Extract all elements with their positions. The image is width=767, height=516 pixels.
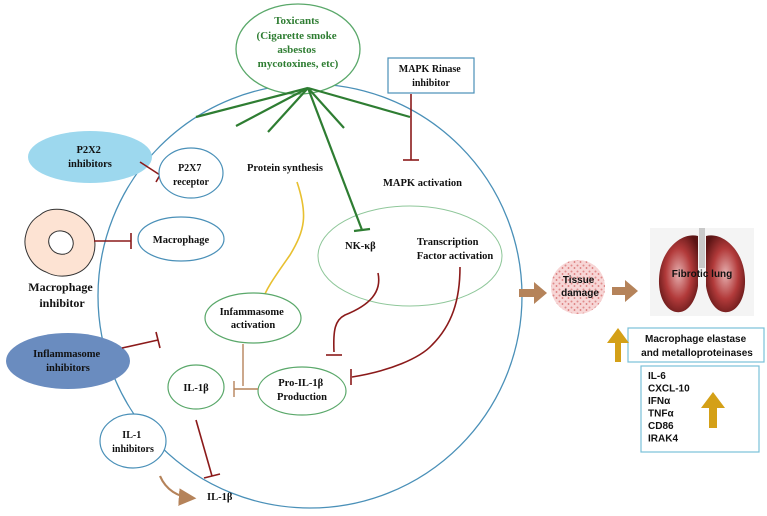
toxicants-line1: Toxicants [274, 15, 320, 27]
il1-inhibitors-line1: IL-1 [122, 430, 141, 441]
inflammasome-inhibitors-node [6, 333, 130, 389]
p2x7-line1: P2X7 [178, 163, 201, 174]
svg-text:Inflammasome inhibitors: Inflammasome inhibitors [33, 349, 103, 374]
macrophage-inhibition-line [94, 233, 132, 249]
svg-text:Tissue damage: Tissue damage [561, 275, 599, 299]
il1-inhibitors-line2: inhibitors [112, 444, 154, 455]
macrophage-node [137, 216, 225, 262]
fibrotic-lung-label: Fibrotic lung [672, 269, 733, 280]
cytokine-item: TNFα [648, 409, 674, 420]
macrophage-elastase-line2: and metalloproteinases [641, 348, 753, 359]
macrophage-elastase-line1: Macrophage elastase [645, 334, 747, 345]
fibrotic-lung-image [650, 228, 754, 316]
svg-text:MAPK Rinase inhibitor: MAPK Rinase inhibitor [399, 64, 463, 89]
transcription-line2: Factor activation [417, 251, 494, 262]
cytokine-item: IFNα [648, 396, 671, 407]
transcription-line1: Transcription [417, 237, 479, 248]
transcription-inhibition-curve [351, 266, 461, 378]
cytokine-box [640, 365, 760, 453]
nfkb-inhibition-curve [332, 272, 380, 353]
svg-text:Transcription Factor activ: Transcription Factor activation [417, 237, 494, 262]
tissue-damage-line2: damage [561, 288, 599, 299]
mapk-inhibition-line [403, 94, 419, 161]
tissue-damage-node [551, 260, 605, 314]
macrophage-nucleus-icon [48, 230, 74, 255]
up-arrow-elastase [607, 328, 629, 362]
il1b-inner-node [167, 364, 225, 410]
pro-il1b-line2: Production [277, 392, 327, 403]
tan-connectors [233, 344, 258, 397]
mapk-activation-label: MAPK activation [383, 178, 462, 189]
mapk-inhibitor-line2: inhibitor [412, 78, 450, 89]
inflammasome-activation-line2: activation [231, 320, 275, 331]
mapk-inhibitor-box [387, 57, 475, 94]
inflammasome-inhibition-line [121, 331, 161, 349]
svg-text:P2X2 inhibitors: P2X2 inhibitors [68, 145, 112, 170]
svg-text:P2X7 receptor: P2X7 receptor [173, 163, 209, 188]
svg-text:Infammasome activation: Infammasome activation [220, 307, 287, 331]
nfkb-label: NK-κβ [345, 241, 376, 252]
arrow-to-tissue-damage [519, 282, 547, 304]
p2x7-line2: receptor [173, 177, 209, 188]
toxicant-fan-lines [195, 86, 411, 233]
nucleus-ellipse [317, 205, 503, 307]
il1-curved-arrow [158, 475, 197, 506]
p2x7-receptor-node [158, 147, 224, 199]
il1b-outer-label: IL-1β [207, 492, 233, 503]
inflammasome-inhibitors-line2: inhibitors [46, 363, 90, 374]
p2x2-line1: P2X2 [76, 145, 101, 156]
svg-text:Macrophage inhibitor: Macrophage inhibitor [28, 280, 95, 310]
p2x2-inhibitors-node [28, 131, 152, 183]
macrophage-label: Macrophage [153, 235, 210, 246]
cytokine-item: CXCL-10 [648, 384, 690, 395]
svg-text:Toxicants (Cigarette smoke: Toxicants (Cigarette smoke asbestos myco… [257, 15, 340, 70]
pro-il1b-line1: Pro-IL-1β [278, 378, 323, 389]
tissue-damage-line1: Tissue [563, 275, 595, 286]
inflammasome-activation-line1: Infammasome [220, 307, 284, 318]
p2x2-line2: inhibitors [68, 159, 112, 170]
cytokine-item: IL-6 [648, 371, 666, 382]
svg-text:Pro-IL-1β Production: Pro-IL-1β Production [277, 378, 327, 403]
svg-text:IL-1 inhibitors: IL-1 inhibitors [112, 430, 154, 455]
il1-inhibitors-node [99, 413, 167, 469]
il1b-inner-label: IL-1β [183, 383, 209, 394]
inflammasome-inhibitors-line1: Inflammasome [33, 349, 100, 360]
pro-il1b-node [257, 366, 347, 416]
toxicants-line2: (Cigarette smoke [257, 30, 337, 42]
il1b-inhibition-line [195, 419, 221, 479]
macrophage-inhibitor-line1: Macrophage [28, 280, 93, 294]
macrophage-inhibitor-line2: inhibitor [39, 296, 85, 310]
svg-text:Macrophage elastase and me: Macrophage elastase and metalloproteinas… [641, 334, 753, 359]
yellow-connector [261, 181, 305, 303]
arrow-to-lung [612, 280, 638, 302]
toxicants-line4: mycotoxines, etc) [258, 58, 339, 70]
toxicants-line3: asbestos [277, 44, 316, 56]
cytokine-item: CD86 [648, 421, 674, 432]
macrophage-elastase-box [627, 327, 765, 363]
up-arrow-cytokines [701, 392, 725, 428]
cytokine-item: IRAK4 [648, 434, 678, 445]
inflammasome-activation-node [204, 292, 302, 344]
protein-synthesis-label: Protein synthesis [247, 163, 323, 174]
mapk-inhibitor-line1: MAPK Rinase [399, 64, 462, 75]
